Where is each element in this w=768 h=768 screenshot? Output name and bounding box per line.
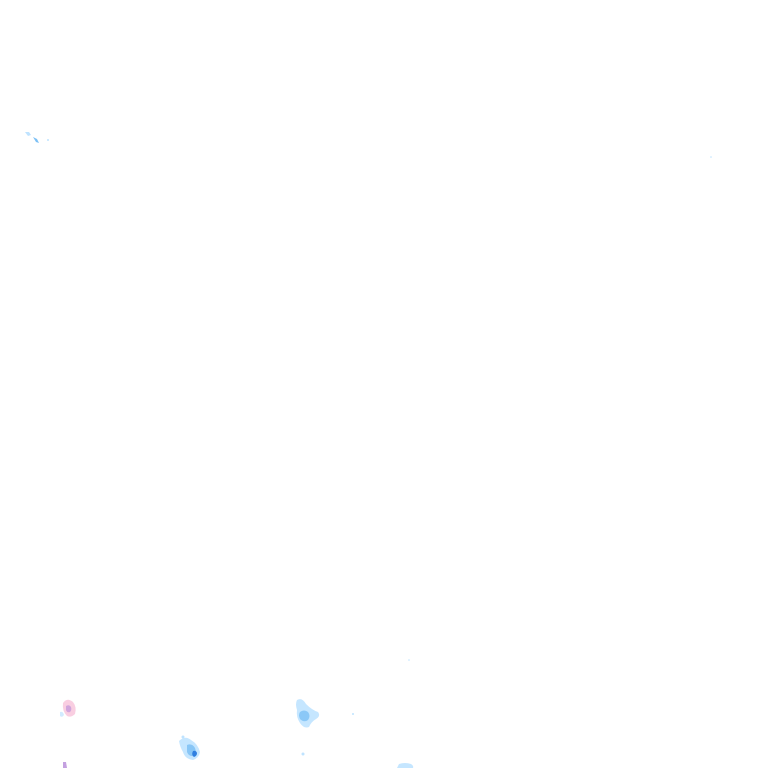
radar-echo-south-central: [296, 699, 354, 756]
radar-echo-mixed-southwest: [60, 699, 76, 717]
radar-echo-northeast-speck: [710, 156, 712, 158]
radar-echo-northwest: [25, 132, 49, 143]
radar-echo-south-edge-west: [63, 762, 67, 768]
radar-echo-south-edge-central: [397, 659, 414, 768]
radar-echo-south-central-west: [179, 735, 200, 760]
